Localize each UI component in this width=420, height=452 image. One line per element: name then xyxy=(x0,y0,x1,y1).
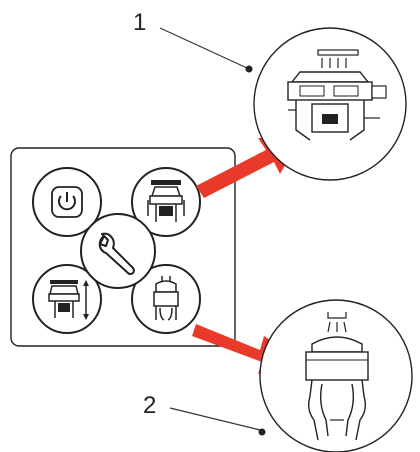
detail-circle-2 xyxy=(259,299,413,452)
callout-2-leader xyxy=(169,407,266,436)
print-head-raised-icon xyxy=(147,180,185,222)
print-head-lowered-detail xyxy=(305,312,369,441)
lower-print-head-button[interactable] xyxy=(131,264,201,334)
detail-circle-1 xyxy=(253,27,407,181)
power-button[interactable] xyxy=(32,167,102,237)
wrench-icon xyxy=(98,232,135,276)
power-icon xyxy=(51,186,83,218)
callout-1-leader xyxy=(159,27,253,73)
print-head-lowered-icon xyxy=(153,276,179,321)
callout-1-number: 1 xyxy=(133,9,147,36)
print-head-adjust-icon xyxy=(48,280,89,320)
callout-2-number: 2 xyxy=(143,392,157,419)
print-head-raised-detail xyxy=(287,49,387,141)
maintenance-button[interactable] xyxy=(80,213,156,289)
raise-print-head-button[interactable] xyxy=(131,167,201,237)
print-head-adjust-button[interactable] xyxy=(32,264,102,334)
